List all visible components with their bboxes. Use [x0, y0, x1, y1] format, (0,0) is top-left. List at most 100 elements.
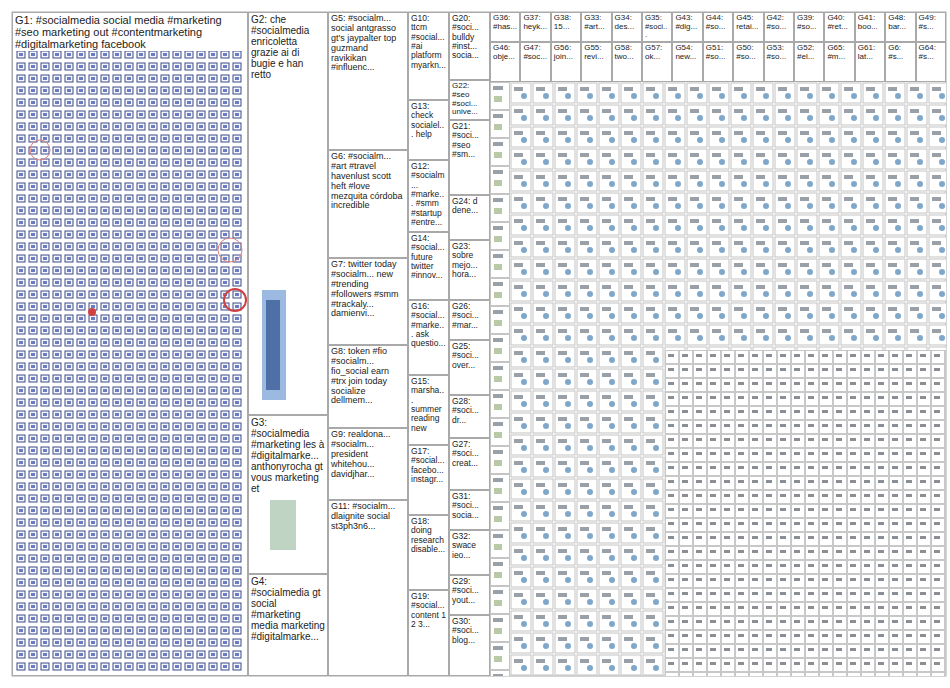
group-label: G51: #so... — [704, 43, 732, 63]
group-box: G53: #so... — [764, 42, 794, 82]
group-box: G12: #socialm... #marke... #smm #startup… — [408, 160, 449, 232]
group-box: G39: #so... — [794, 12, 824, 42]
group-label: G56: join... — [552, 43, 580, 63]
group-box: G24: d dene... — [449, 195, 490, 240]
group-box: G16: #social... #marke... ask questio... — [408, 300, 449, 375]
group-label: G1: #socialmedia social media #marketing… — [13, 13, 247, 51]
group-box: G38: 15... — [551, 12, 581, 42]
group-box: G26: #soci... #mar... — [449, 300, 490, 340]
group-label: G7: twitter today #socialm... new #trend… — [329, 259, 407, 320]
group-label: G8: token #fio #socialm... fio_social ea… — [329, 346, 407, 407]
group-label: G6: #s... — [886, 43, 914, 63]
group-label: G15: marsha... summer reading new — [409, 376, 448, 434]
group-label: G58: two... — [613, 43, 641, 63]
group-box: G55: revi... — [581, 42, 611, 82]
group-box: G25: #soci... over... — [449, 340, 490, 395]
group-label: G4: #socialmedia gt social #marketing me… — [249, 575, 327, 643]
group-box: G32: swace ieo... — [449, 530, 490, 575]
group-box: G44: #so... — [703, 12, 733, 42]
group-box: G21: #soci... #seo #sm... — [449, 120, 490, 195]
group-label: G37: heyk... — [521, 13, 549, 33]
group-box: G36: #has... — [490, 12, 520, 42]
group-label: G13: check socialel... help — [409, 101, 448, 140]
group-label: G38: 15... — [552, 13, 580, 33]
group-label: G32: swace ieo... — [450, 531, 489, 561]
group-box: G19: #social... content 1 2 3... — [408, 590, 449, 676]
group-label: G18: doing research disable... — [409, 516, 448, 555]
group-label: G19: #social... content 1 2 3... — [409, 591, 448, 630]
group-box: G48: bar... — [885, 12, 915, 42]
group-label: G44: #so... — [704, 13, 732, 33]
group-box: G10: ttcm #social... #ai platform myarkn… — [408, 12, 449, 100]
group-box: G28: #soci... dr... — [449, 395, 490, 438]
group-box: G61: lat... — [855, 42, 885, 82]
group-box: G64: #s... — [916, 42, 946, 82]
group-box: G31: #soci... socia... — [449, 490, 490, 530]
group-label: G49: #s... — [917, 13, 945, 33]
group-label: G17: #social... facebo... instagr... — [409, 446, 448, 485]
group-box: G4: #socialmedia gt social #marketing me… — [248, 574, 328, 676]
group-label: G40: #ret... — [825, 13, 853, 33]
group-box: G23: sobre mejo... hora... — [449, 240, 490, 300]
group-box: G50: #so... — [733, 42, 763, 82]
group-label: G12: #socialm... #marke... #smm #startup… — [409, 161, 448, 228]
group-box: G27: #soci... creat... — [449, 438, 490, 490]
group-label: G53: #so... — [765, 43, 793, 63]
group-box: G8: token #fio #socialm... fio_social ea… — [328, 345, 408, 428]
group-label: G30: #soci... blog... — [450, 616, 489, 646]
group-box: G13: check socialel... help — [408, 100, 449, 160]
group-label: G46: obje... — [491, 43, 519, 63]
group-box: G49: #s... — [916, 12, 946, 42]
group-label: G9: realdona... #socialm... president wh… — [329, 429, 407, 480]
group-box: G29: #soci... yout... — [449, 575, 490, 615]
group-label: G2: che #socialmedia enricoletta grazie … — [249, 13, 327, 81]
group-label: G54: new... — [673, 43, 701, 63]
group-box: G56: join... — [551, 42, 581, 82]
group-label: G35: #soci... — [643, 13, 671, 41]
group-box: G52: #el... — [794, 42, 824, 82]
group-label: G10: ttcm #social... #ai platform myarkn… — [409, 13, 448, 71]
group-box: G43: #dig... — [672, 12, 702, 42]
group-label: G55: revi... — [582, 43, 610, 63]
group-box: G22: #seo #soci... unive... — [449, 80, 490, 120]
group-label: G50: #so... — [734, 43, 762, 63]
group-box: G14: #social... future twitter #innov... — [408, 232, 449, 300]
group-box: G9: realdona... #socialm... president wh… — [328, 428, 408, 500]
group-box: G57: ok... — [642, 42, 672, 82]
group-label: G47: #soc... — [521, 43, 549, 63]
group-label: G57: ok... — [643, 43, 671, 63]
group-label: G43: #dig... — [673, 13, 701, 33]
group-label: G11: #socialm... dlaignite social st3ph3… — [329, 501, 407, 533]
group-box: G20: #soci... bulldy #inst... socia... — [449, 12, 490, 80]
group-box: G40: #ret... — [824, 12, 854, 42]
group-label: G5: #socialm... social antgrasso gt's ja… — [329, 13, 407, 74]
group-box: G11: #socialm... dlaignite social st3ph3… — [328, 500, 408, 676]
group-box: G47: #soc... — [520, 42, 550, 82]
group-box: G41: boo... — [855, 12, 885, 42]
group-label: G65: #m... — [825, 43, 853, 63]
group-label: G23: sobre mejo... hora... — [450, 241, 489, 280]
group-label: G27: #soci... creat... — [450, 439, 489, 469]
group-box: G18: doing research disable... — [408, 515, 449, 590]
group-box: G51: #so... — [703, 42, 733, 82]
group-box: G17: #social... facebo... instagr... — [408, 445, 449, 515]
group-label: G26: #soci... #mar... — [450, 301, 489, 331]
group-label: G36: #has... — [491, 13, 519, 33]
group-box: G45: retai... — [733, 12, 763, 42]
group-label: G29: #soci... yout... — [450, 576, 489, 606]
group-box: G6: #s... — [885, 42, 915, 82]
group-box: G54: new... — [672, 42, 702, 82]
group-box: G6: #socialm... #art #travel havenlust s… — [328, 150, 408, 258]
group-label: G20: #soci... bulldy #inst... socia... — [450, 13, 489, 62]
group-label: G41: boo... — [856, 13, 884, 33]
group-box: G1: #socialmedia social media #marketing… — [12, 12, 248, 676]
group-box: G37: heyk... — [520, 12, 550, 42]
group-label: G21: #soci... #seo #sm... — [450, 121, 489, 160]
group-label: G45: retai... — [734, 13, 762, 33]
group-box: G3: #socialmedia #marketing les à #digit… — [248, 415, 328, 574]
group-label: G33: #art... — [582, 13, 610, 33]
group-box: G7: twitter today #socialm... new #trend… — [328, 258, 408, 345]
group-label: G39: #so... — [795, 13, 823, 33]
group-box: G35: #soci... — [642, 12, 672, 42]
group-label: G31: #soci... socia... — [450, 491, 489, 521]
